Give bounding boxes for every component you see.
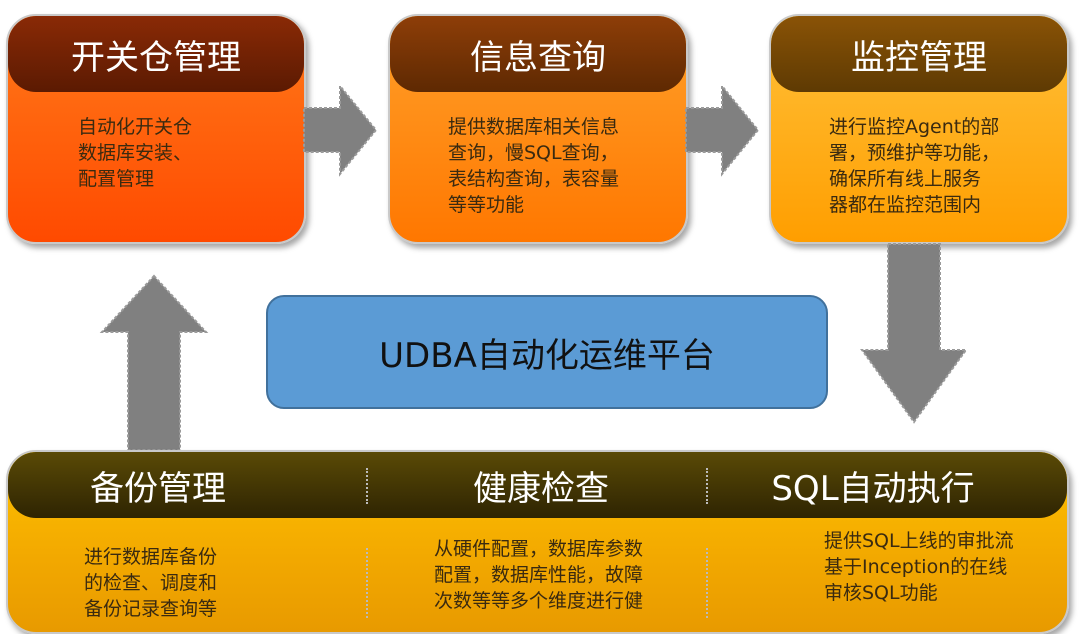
arrow-up-icon <box>99 274 209 451</box>
sql-auto-exec-body: 提供SQL上线的审批流 基于Inception的在线 审核SQL功能 <box>824 530 1014 604</box>
platform-title: UDBA自动化运维平台 <box>379 335 715 376</box>
divider <box>706 468 708 504</box>
box-monitor-management-title: 监控管理 <box>771 16 1067 92</box>
box-info-query: 信息查询 提供数据库相关信息 查询，慢SQL查询， 表结构查询，表容量 等等功能 <box>388 14 688 244</box>
divider <box>366 548 368 618</box>
box-info-query-body: 提供数据库相关信息 查询，慢SQL查询， 表结构查询，表容量 等等功能 <box>448 116 620 216</box>
bottom-box-header <box>8 452 1067 518</box>
health-check-body: 从硬件配置，数据库参数 配置，数据库性能，故障 次数等等多个维度进行健 <box>434 538 644 612</box>
sql-auto-exec-title: SQL自动执行 <box>771 468 975 509</box>
platform-title-box: UDBA自动化运维平台 <box>266 295 828 409</box>
health-check-title: 健康检查 <box>473 468 609 509</box>
box-switch-management: 开关仓管理 自动化开关仓 数据库安装、 配置管理 <box>6 14 306 244</box>
box-monitor-management-body: 进行监控Agent的部 署，预维护等功能， 确保所有线上服务 器都在监控范围内 <box>829 116 1001 216</box>
bottom-box: 备份管理 健康检查 SQL自动执行 进行数据库备份 的检查、调度和 备份记录查询… <box>6 450 1069 634</box>
arrow-right-icon <box>685 83 760 177</box>
divider <box>366 468 368 504</box>
backup-management-title: 备份管理 <box>90 468 226 509</box>
box-monitor-management: 监控管理 进行监控Agent的部 署，预维护等功能， 确保所有线上服务 器都在监… <box>769 14 1069 244</box>
box-info-query-title: 信息查询 <box>390 16 686 92</box>
box-switch-management-body: 自动化开关仓 数据库安装、 配置管理 <box>78 116 193 190</box>
arrow-right-icon <box>303 83 378 177</box>
box-switch-management-title: 开关仓管理 <box>8 16 304 92</box>
divider <box>706 548 708 618</box>
arrow-down-icon <box>860 243 968 424</box>
backup-management-body: 进行数据库备份 的检查、调度和 备份记录查询等 <box>84 546 218 620</box>
